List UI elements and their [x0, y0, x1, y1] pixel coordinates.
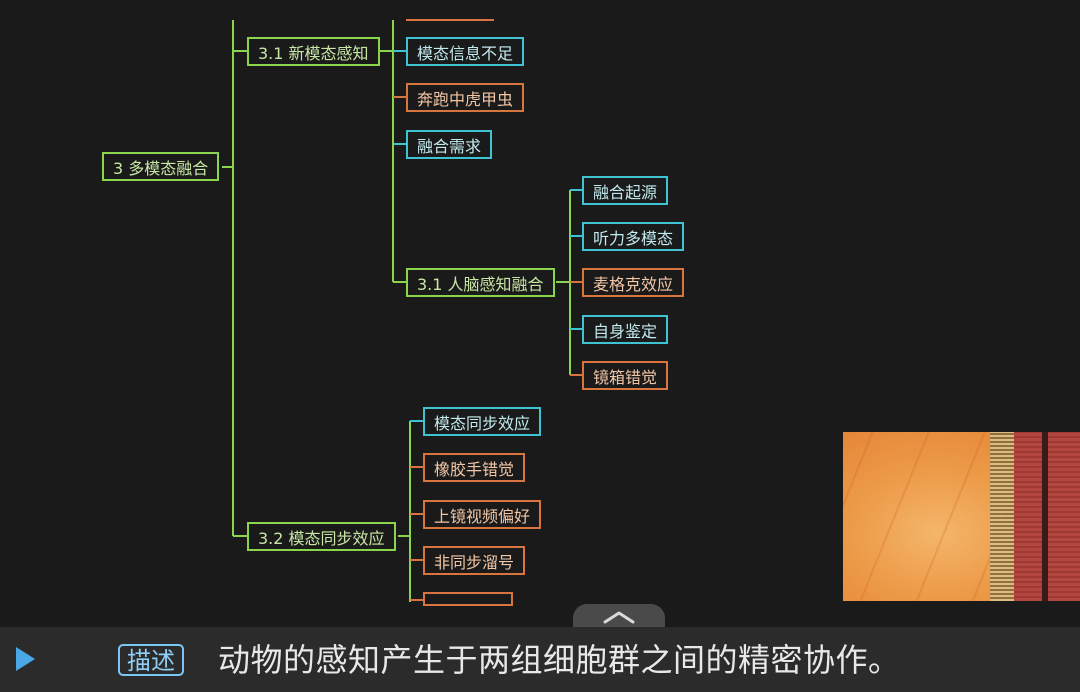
leaf-node[interactable]: 镜箱错觉 — [582, 361, 669, 390]
branch-node-sync-effect[interactable]: 3.2 模态同步效应 — [247, 522, 396, 551]
video-thumbnail[interactable] — [843, 432, 1080, 601]
leaf-node[interactable]: 橡胶手错觉 — [423, 453, 526, 482]
play-button[interactable] — [10, 641, 40, 677]
branch-node-brain-fusion[interactable]: 3.1 人脑感知融合 — [406, 268, 555, 297]
leaf-node[interactable]: 模态信息不足 — [406, 37, 525, 66]
branch-node-new-modality[interactable]: 3.1 新模态感知 — [247, 37, 380, 66]
subtitle-text: 动物的感知产生于两组细胞群之间的精密协作。 — [218, 641, 901, 679]
thumbnail-detail — [990, 432, 1014, 601]
leaf-node[interactable]: 模态同步效应 — [423, 407, 542, 436]
leaf-node[interactable]: 奔跑中虎甲虫 — [406, 83, 525, 112]
mindmap-canvas[interactable]: 3 多模态融合 3.1 新模态感知 模态信息不足 奔跑中虎甲虫 融合需求 3.1… — [0, 0, 1080, 627]
subtitle-bar: 描述 动物的感知产生于两组细胞群之间的精密协作。 — [0, 627, 1080, 692]
play-icon — [16, 647, 35, 671]
leaf-node[interactable]: 听力多模态 — [582, 222, 685, 251]
leaf-node[interactable]: 上镜视频偏好 — [423, 500, 542, 529]
thumbnail-detail — [1042, 432, 1048, 601]
subtitle-tag: 描述 — [118, 644, 184, 676]
leaf-node[interactable]: 融合需求 — [406, 130, 493, 159]
leaf-node[interactable]: 非同步溜号 — [423, 546, 526, 575]
leaf-node-partial[interactable] — [423, 592, 513, 606]
leaf-node[interactable]: 融合起源 — [582, 176, 669, 205]
mindmap-connectors — [222, 19, 582, 602]
leaf-node[interactable]: 麦格克效应 — [582, 268, 685, 297]
root-node[interactable]: 3 多模态融合 — [102, 152, 220, 181]
collapse-handle[interactable] — [573, 604, 665, 627]
chevron-up-icon — [603, 611, 635, 624]
leaf-node[interactable]: 自身鉴定 — [582, 315, 669, 344]
